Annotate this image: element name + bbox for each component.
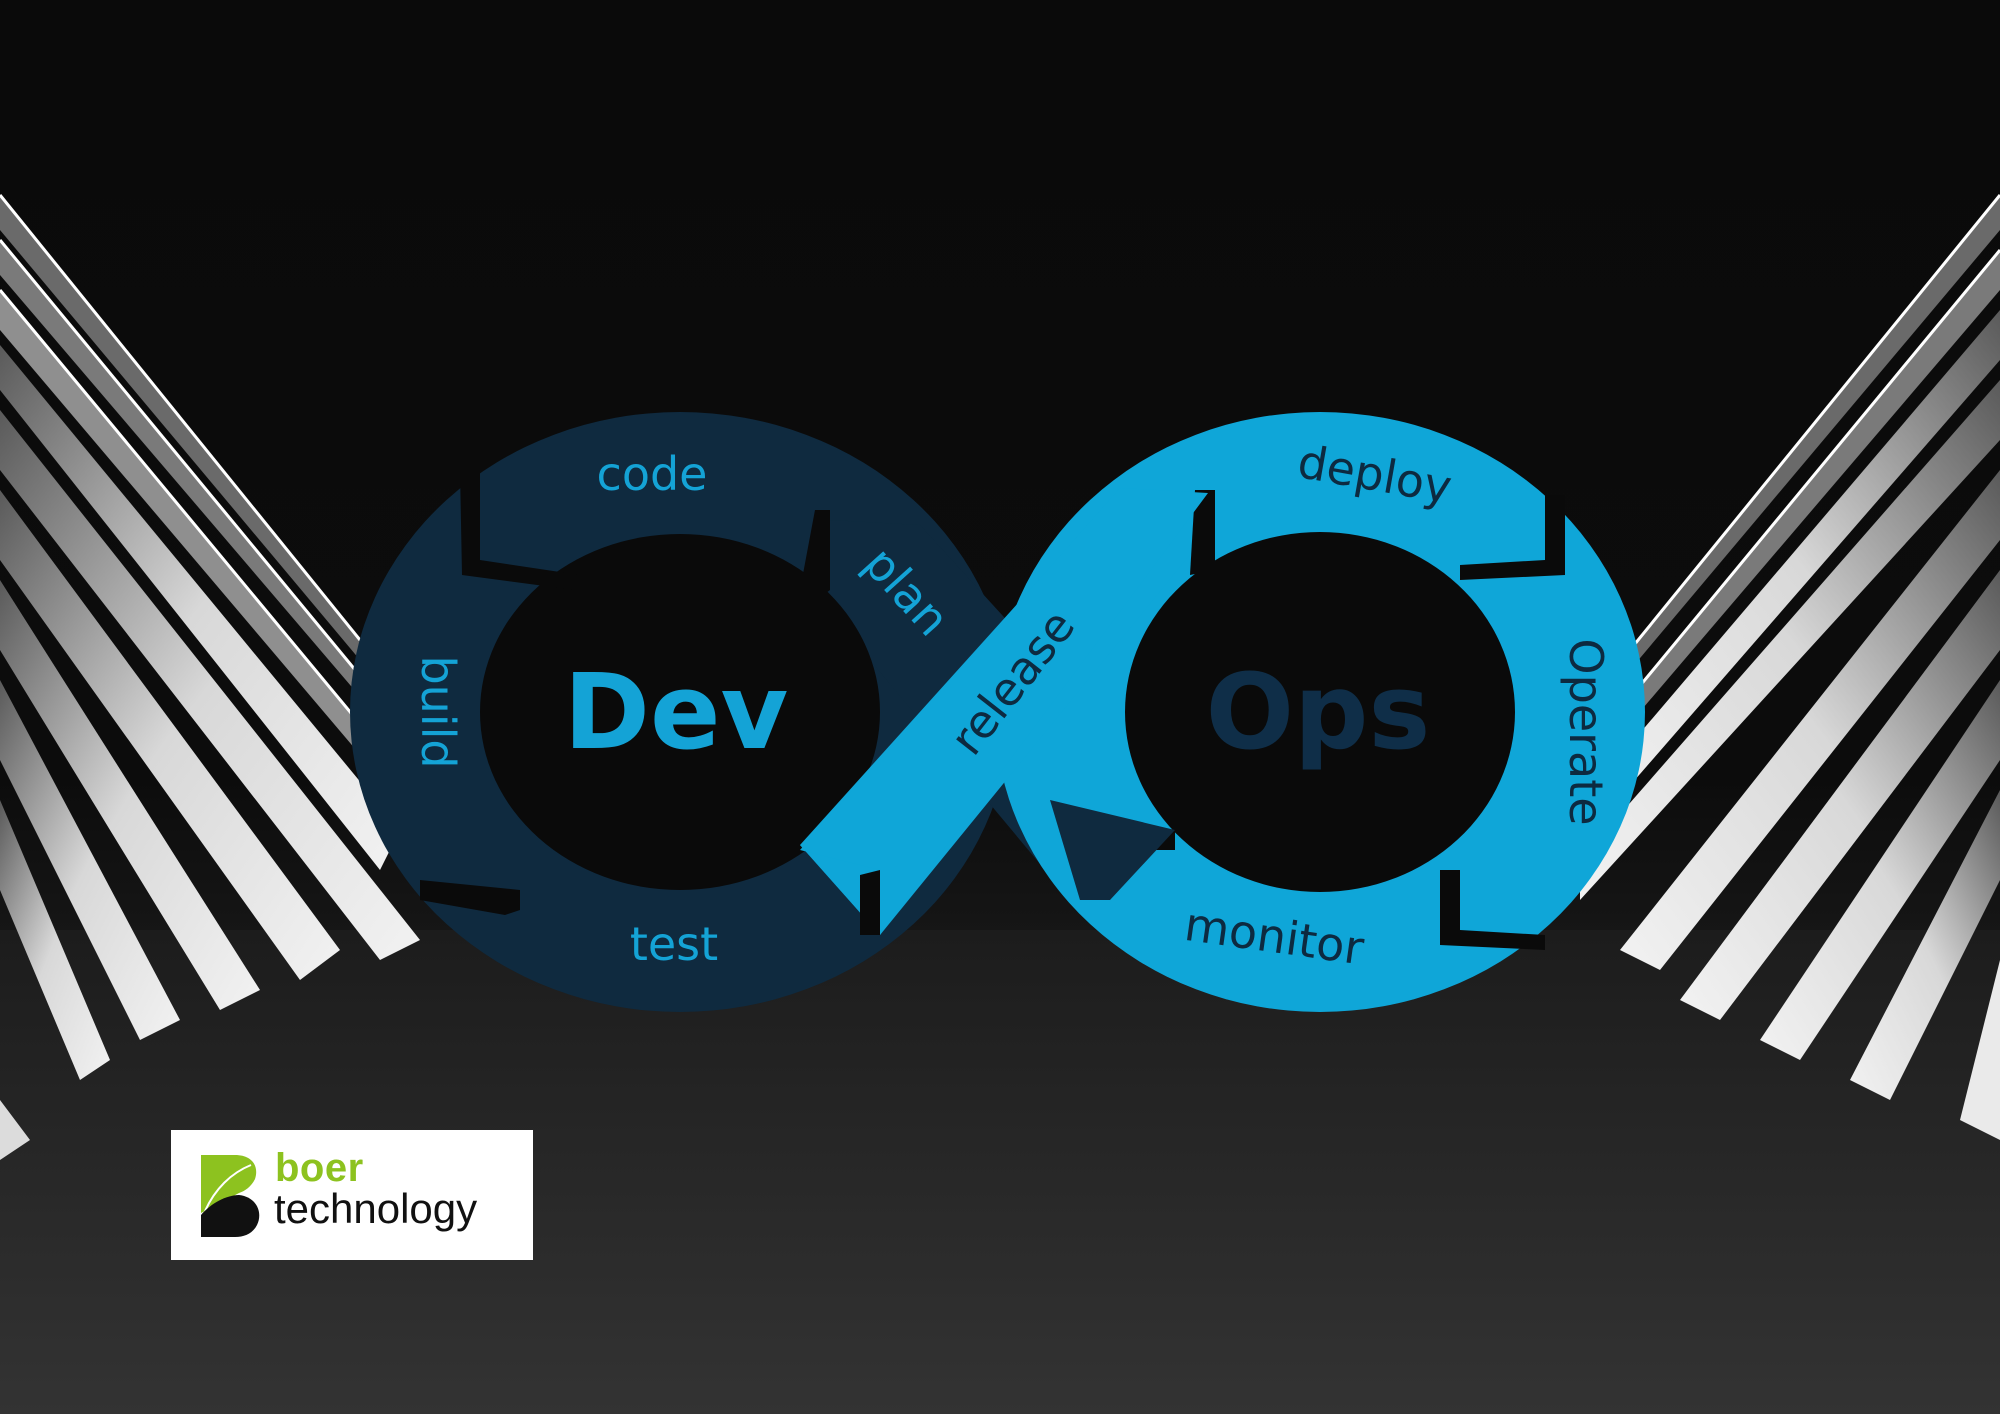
ops-title: Ops: [1206, 651, 1431, 773]
stage-label-operate: Operate: [1559, 638, 1613, 825]
logo-word-technology: technology: [274, 1185, 478, 1232]
logo-word-boer: boer: [275, 1146, 364, 1190]
ops-loop: [800, 412, 1645, 1012]
left-beams: [0, 194, 420, 1160]
company-logo: boer technology: [171, 1130, 533, 1260]
stage-label-build: build: [411, 655, 465, 768]
stage-label-code: code: [597, 447, 708, 501]
dev-title: Dev: [564, 651, 789, 773]
stage-label-test: test: [630, 917, 718, 971]
right-beams: [1580, 194, 2000, 1140]
leaf-b-icon: [201, 1155, 260, 1237]
